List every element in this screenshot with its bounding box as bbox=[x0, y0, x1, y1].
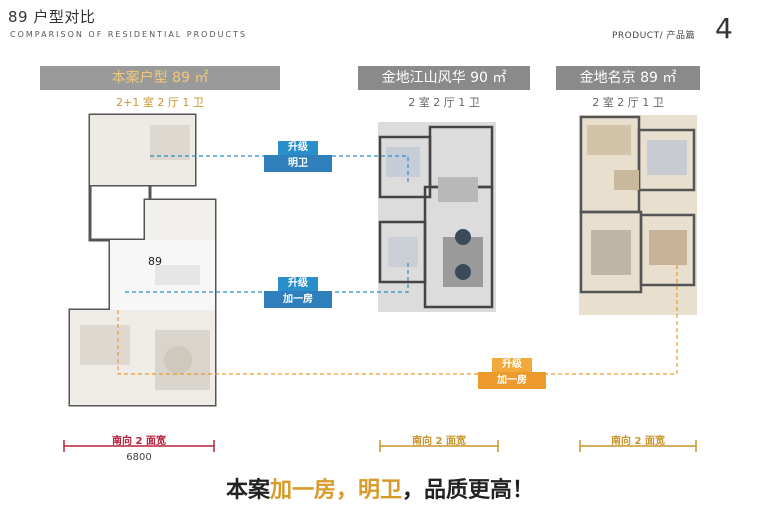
page-subtitle: COMPARISON OF RESIDENTIAL PRODUCTS bbox=[10, 30, 248, 39]
upgrade-tag-bright-bathroom: 升级 明卫 bbox=[264, 141, 332, 172]
plan-2-subtitle: 2 室 2 厅 1 卫 bbox=[408, 96, 480, 109]
slogan-part-1: 本案 bbox=[225, 478, 270, 503]
plan-2-direction: 南向 2 面宽 bbox=[412, 436, 466, 447]
plan-1-width: 6800 bbox=[126, 452, 152, 463]
upgrade-tag-extra-room-2: 升级 加一房 bbox=[478, 358, 546, 389]
plan-3-subtitle: 2 室 2 厅 1 卫 bbox=[592, 96, 664, 109]
floorplan-2-image bbox=[378, 122, 496, 312]
tag-2-bottom: 加一房 bbox=[264, 291, 332, 308]
page-title: 89 户型对比 bbox=[8, 8, 96, 26]
plan-1-direction: 南向 2 面宽 bbox=[112, 436, 166, 447]
slogan-part-3: ，品质更高！ bbox=[402, 478, 535, 503]
slogan-highlight: 加一房，明卫 bbox=[269, 478, 402, 503]
tag-1-bottom: 明卫 bbox=[264, 155, 332, 172]
tag-3-bottom: 加一房 bbox=[478, 372, 546, 389]
page-number: 4 bbox=[715, 12, 733, 45]
section-label: PRODUCT/ 产品篇 bbox=[612, 31, 695, 41]
tag-2-top: 升级 bbox=[278, 277, 318, 291]
plan-2-title: 金地江山风华 90 ㎡ bbox=[358, 66, 530, 90]
floorplan-1-image bbox=[68, 113, 217, 407]
plan-3-direction: 南向 2 面宽 bbox=[611, 436, 665, 447]
upgrade-tag-extra-room-1: 升级 加一房 bbox=[264, 277, 332, 308]
tag-3-top: 升级 bbox=[492, 358, 532, 372]
plan-3-title: 金地名京 89 ㎡ bbox=[556, 66, 700, 90]
slogan: 本案加一房，明卫，品质更高！ bbox=[0, 472, 760, 504]
tag-1-top: 升级 bbox=[278, 141, 318, 155]
plan-1-area-label: 89 bbox=[148, 255, 162, 268]
plan-1-subtitle: 2+1 室 2 厅 1 卫 bbox=[116, 96, 204, 109]
plan-1-title: 本案户型 89 ㎡ bbox=[40, 66, 280, 90]
